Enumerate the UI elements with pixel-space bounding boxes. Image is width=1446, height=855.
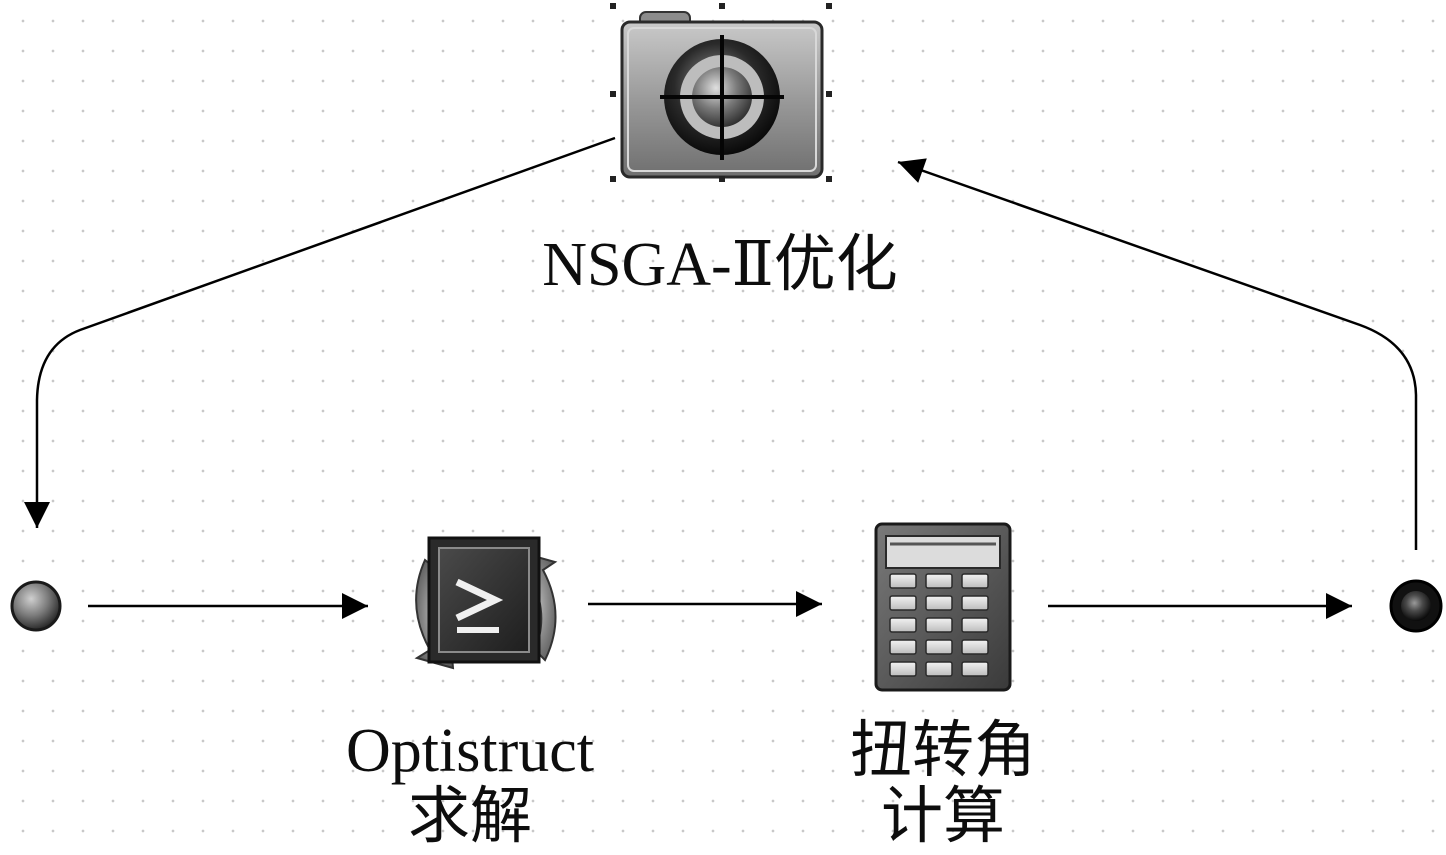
link-end-to-optimizer[interactable]: [897, 158, 1418, 550]
solver-label-line1: Optistruct: [346, 717, 594, 785]
start-port-icon[interactable]: [8, 578, 64, 634]
optimizer-label: NSGA-Ⅱ优化: [470, 232, 970, 298]
optimizer-label-text: NSGA-Ⅱ优化: [542, 231, 898, 299]
calculator-icon[interactable]: [868, 520, 1018, 695]
terminal-icon[interactable]: [395, 530, 575, 690]
link-optimizer-to-start[interactable]: [24, 136, 616, 528]
solver-label: Optistruct 求解: [270, 718, 670, 850]
calculator-label-line1: 扭转角: [849, 717, 1036, 785]
target-icon[interactable]: [600, 0, 850, 190]
calculator-label-line2: 计算: [880, 783, 1005, 851]
calculator-label: 扭转角 计算: [743, 718, 1143, 850]
solver-label-line2: 求解: [407, 783, 532, 851]
end-port-icon[interactable]: [1388, 578, 1444, 634]
